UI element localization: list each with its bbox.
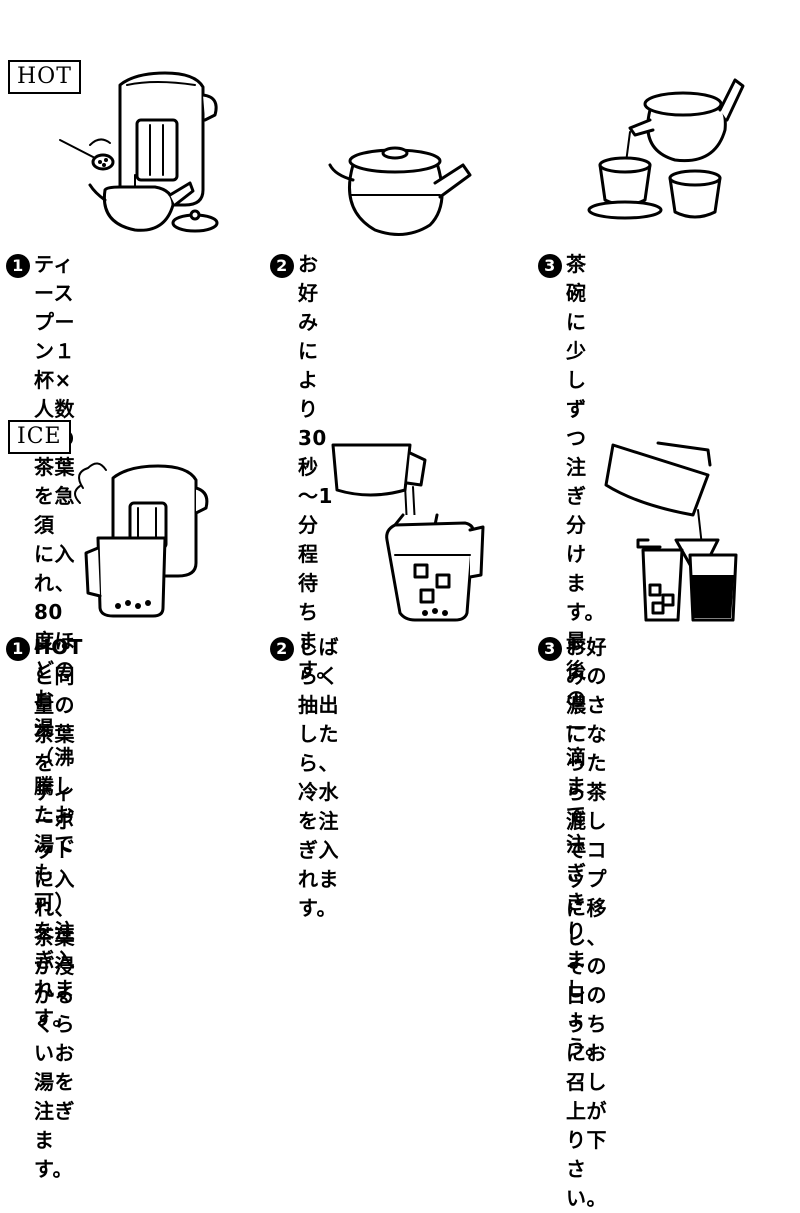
ice-step2-illustration [325,435,485,625]
step-number-badge: 2 [270,254,294,278]
step-number-badge: 1 [6,637,30,661]
hot-section-label: HOT [8,60,81,94]
step-number-badge: 2 [270,637,294,661]
step-number-badge: 3 [538,637,562,661]
ice-step1-illustration [68,458,218,628]
step-number-badge: 3 [538,254,562,278]
step-number-badge: 1 [6,254,30,278]
step-text: しばらく抽出したら、 冷水を注ぎ入れます。 [298,635,339,920]
step-text: お好みの濃さになった ら茶漉しでコップに移 し、その日のうちにお 召し上がり下さ… [566,635,607,1210]
step-text: お好みにより30秒 ～1分程待ちます。 [298,252,337,682]
hot-step2-illustration [325,135,475,245]
ice-section-label: ICE [8,420,71,454]
hot-step1-illustration [55,65,225,245]
hot-step3-illustration [585,70,745,225]
ice-step3-illustration [598,435,748,625]
step-text: HOTと同量の茶葉を ティーポットに入れ、 茶葉が浸かるくらいお 湯を注ぎます。 [34,635,83,1181]
